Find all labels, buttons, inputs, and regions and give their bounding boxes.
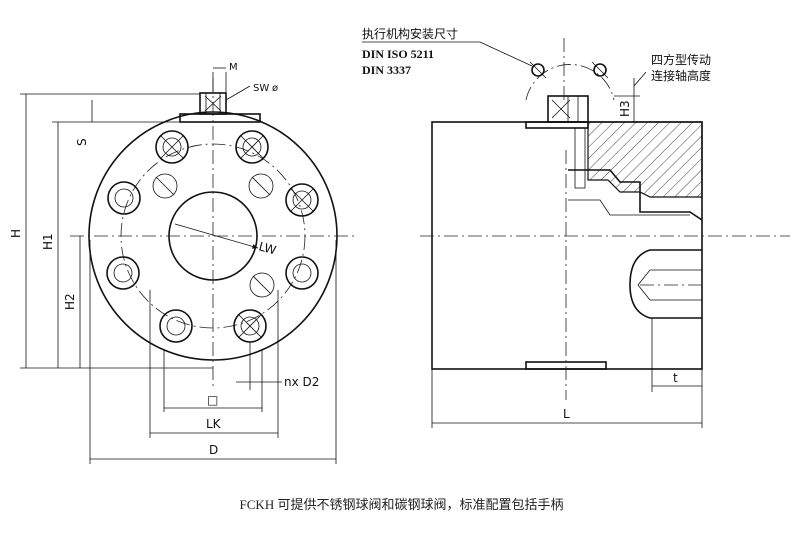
- bolt-hole: [159, 309, 193, 343]
- actuator-arc: [525, 64, 615, 101]
- bolt-hole: [285, 256, 319, 290]
- actuator-hole: [531, 63, 545, 77]
- dim-h2-label: H2: [63, 293, 77, 310]
- bolt-hole: [107, 181, 141, 215]
- dim-lw-label: LW: [257, 239, 278, 257]
- bolt-hole: [248, 173, 274, 199]
- dim-s-label: S: [75, 138, 89, 146]
- top-plate: [179, 113, 261, 123]
- diameter-symbol: ø: [272, 83, 278, 94]
- square-drive-note-1: 四方型传动: [651, 52, 711, 67]
- dim-sw-label: SW: [253, 83, 269, 94]
- dim-h3-label: H3: [618, 100, 632, 117]
- dim-l-label: L: [563, 407, 570, 421]
- dim-square-label: □: [207, 393, 218, 407]
- bolt-hole: [235, 130, 269, 164]
- hatched-section: [587, 121, 703, 198]
- bolt-holes: [106, 130, 319, 343]
- actuator-note-standard-1: DIN ISO 5211: [362, 47, 434, 61]
- actuator-hole: [593, 63, 607, 77]
- dim-t-label: t: [673, 371, 678, 385]
- figure-caption: FCKH 可提供不锈钢球阀和碳钢球阀，标准配置包括手柄: [239, 497, 564, 512]
- actuator-note-title: 执行机构安装尺寸: [362, 26, 458, 41]
- dim-h1-label: H1: [41, 233, 55, 250]
- left-view: M SW ø H H1 H2 S LW nx D2 □ LK: [9, 62, 356, 464]
- bolt-hole: [106, 256, 140, 290]
- right-view: H3 t L 执行机构安装尺寸 DIN ISO 5211 DIN 3337 四方…: [362, 26, 790, 428]
- dim-nxd2-label: nx D2: [284, 375, 319, 389]
- port-outline: [629, 249, 702, 319]
- dim-lk-label: LK: [206, 417, 222, 431]
- bolt-hole: [249, 272, 275, 298]
- bolt-hole: [285, 183, 319, 217]
- dim-m-label: M: [229, 62, 238, 73]
- bolt-hole: [233, 309, 267, 343]
- square-drive-note-2: 连接轴高度: [651, 68, 711, 83]
- dim-h-label: H: [9, 229, 23, 238]
- dim-d-label: D: [209, 443, 218, 457]
- bolt-hole: [155, 130, 189, 164]
- bolt-hole: [152, 173, 178, 199]
- actuator-note-standard-2: DIN 3337: [362, 63, 411, 77]
